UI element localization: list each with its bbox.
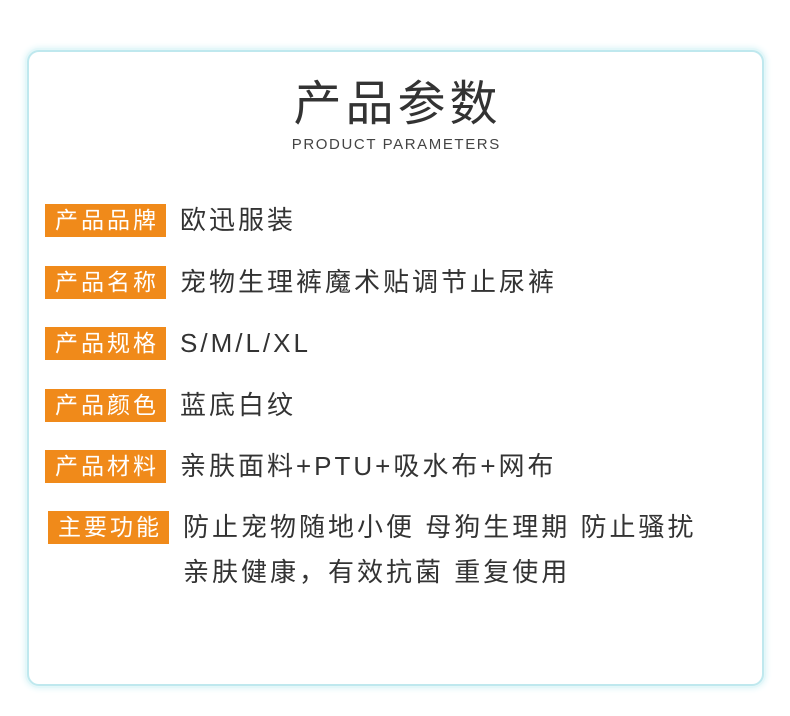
- param-row-material: 产品材料 亲肤面料+PTU+吸水布+网布: [45, 450, 557, 483]
- parameters-card: 产品参数 PRODUCT PARAMETERS 产品品牌 欧迅服装 产品名称 宠…: [27, 50, 764, 686]
- param-value-features-line-1: 防止宠物随地小便 母狗生理期 防止骚扰: [183, 512, 697, 542]
- param-row-features: 主要功能 防止宠物随地小便 母狗生理期 防止骚扰 亲肤健康，有效抗菌 重复使用: [48, 505, 696, 595]
- param-label-features: 主要功能: [48, 511, 169, 544]
- param-label-brand: 产品品牌: [45, 204, 166, 237]
- param-row-size: 产品规格 S/M/L/XL: [45, 327, 311, 360]
- param-row-color: 产品颜色 蓝底白纹: [45, 389, 296, 422]
- param-value-features-line-2: 亲肤健康，有效抗菌 重复使用: [183, 557, 571, 587]
- param-label-color: 产品颜色: [45, 389, 166, 422]
- param-label-size: 产品规格: [45, 327, 166, 360]
- param-value-size: S/M/L/XL: [180, 328, 311, 358]
- param-label-name: 产品名称: [45, 266, 166, 299]
- param-value-features: 防止宠物随地小便 母狗生理期 防止骚扰 亲肤健康，有效抗菌 重复使用: [183, 505, 696, 595]
- param-row-name: 产品名称 宠物生理裤魔术贴调节止尿裤: [45, 266, 557, 299]
- param-value-color: 蓝底白纹: [180, 390, 297, 420]
- param-value-material: 亲肤面料+PTU+吸水布+网布: [180, 451, 557, 481]
- page-subtitle: PRODUCT PARAMETERS: [291, 136, 501, 153]
- param-value-name: 宠物生理裤魔术贴调节止尿裤: [180, 267, 558, 297]
- param-row-brand: 产品品牌 欧迅服装: [45, 204, 296, 237]
- page-title: 产品参数: [293, 78, 502, 131]
- param-label-material: 产品材料: [45, 450, 166, 483]
- param-value-brand: 欧迅服装: [180, 205, 297, 235]
